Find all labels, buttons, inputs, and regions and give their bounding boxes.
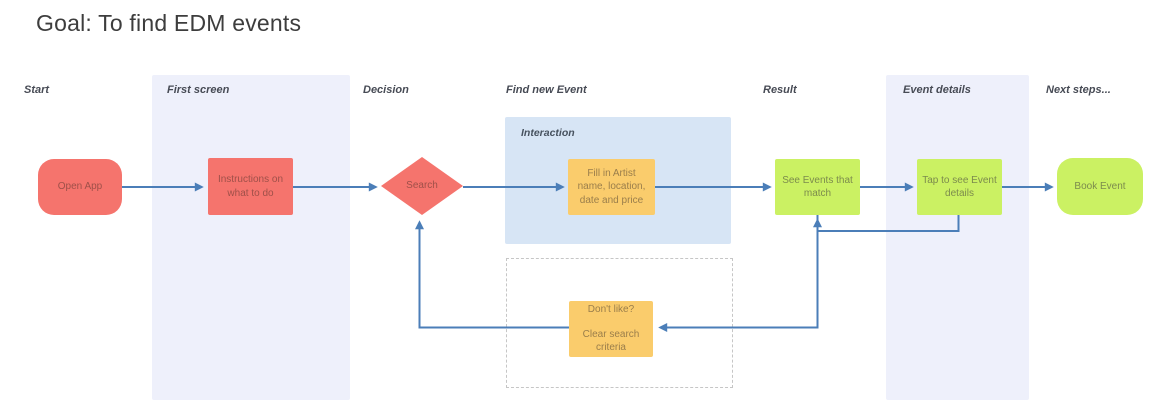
node-see-events-label: See Events that match [782,174,853,200]
node-see-events[interactable]: See Events that match [775,159,860,215]
lane-label-first-screen: First screen [167,84,230,96]
node-open-app[interactable]: Open App [38,159,122,215]
node-fill-in-artist-label: Fill in Artist name, location, date and … [577,167,646,206]
lane-band-event-details [886,75,1029,400]
node-fill-in-artist[interactable]: Fill in Artist name, location, date and … [568,159,655,215]
node-instructions-label: Instructions on what to do [217,174,284,199]
lane-label-find-new-event: Find new Event [506,84,587,96]
node-search-decision-diamond[interactable]: Search [381,157,463,215]
lane-label-result: Result [763,84,797,96]
lane-label-decision: Decision [363,84,409,96]
lane-label-next-steps: Next steps... [1046,84,1111,96]
lane-band-first-screen [152,75,350,400]
page-title: Goal: To find EDM events [36,10,302,36]
interaction-container-label: Interaction [521,127,575,139]
node-dont-like[interactable]: Don't like? Clear search criteria [569,301,653,357]
node-dont-like-line1: Don't like? [587,304,635,316]
node-search-label: Search [406,180,438,192]
lane-label-event-details: Event details [903,84,971,96]
node-tap-details-label: Tap to see Event details [922,174,997,200]
node-book-event[interactable]: Book Event [1057,158,1143,215]
node-open-app-label: Open App [57,181,103,193]
node-dont-like-line2: Clear search criteria [582,328,640,354]
node-instructions[interactable]: Instructions on what to do [208,158,293,215]
lane-label-start: Start [24,84,50,96]
node-book-event-label: Book Event [1074,180,1126,192]
node-tap-details[interactable]: Tap to see Event details [917,159,1002,215]
